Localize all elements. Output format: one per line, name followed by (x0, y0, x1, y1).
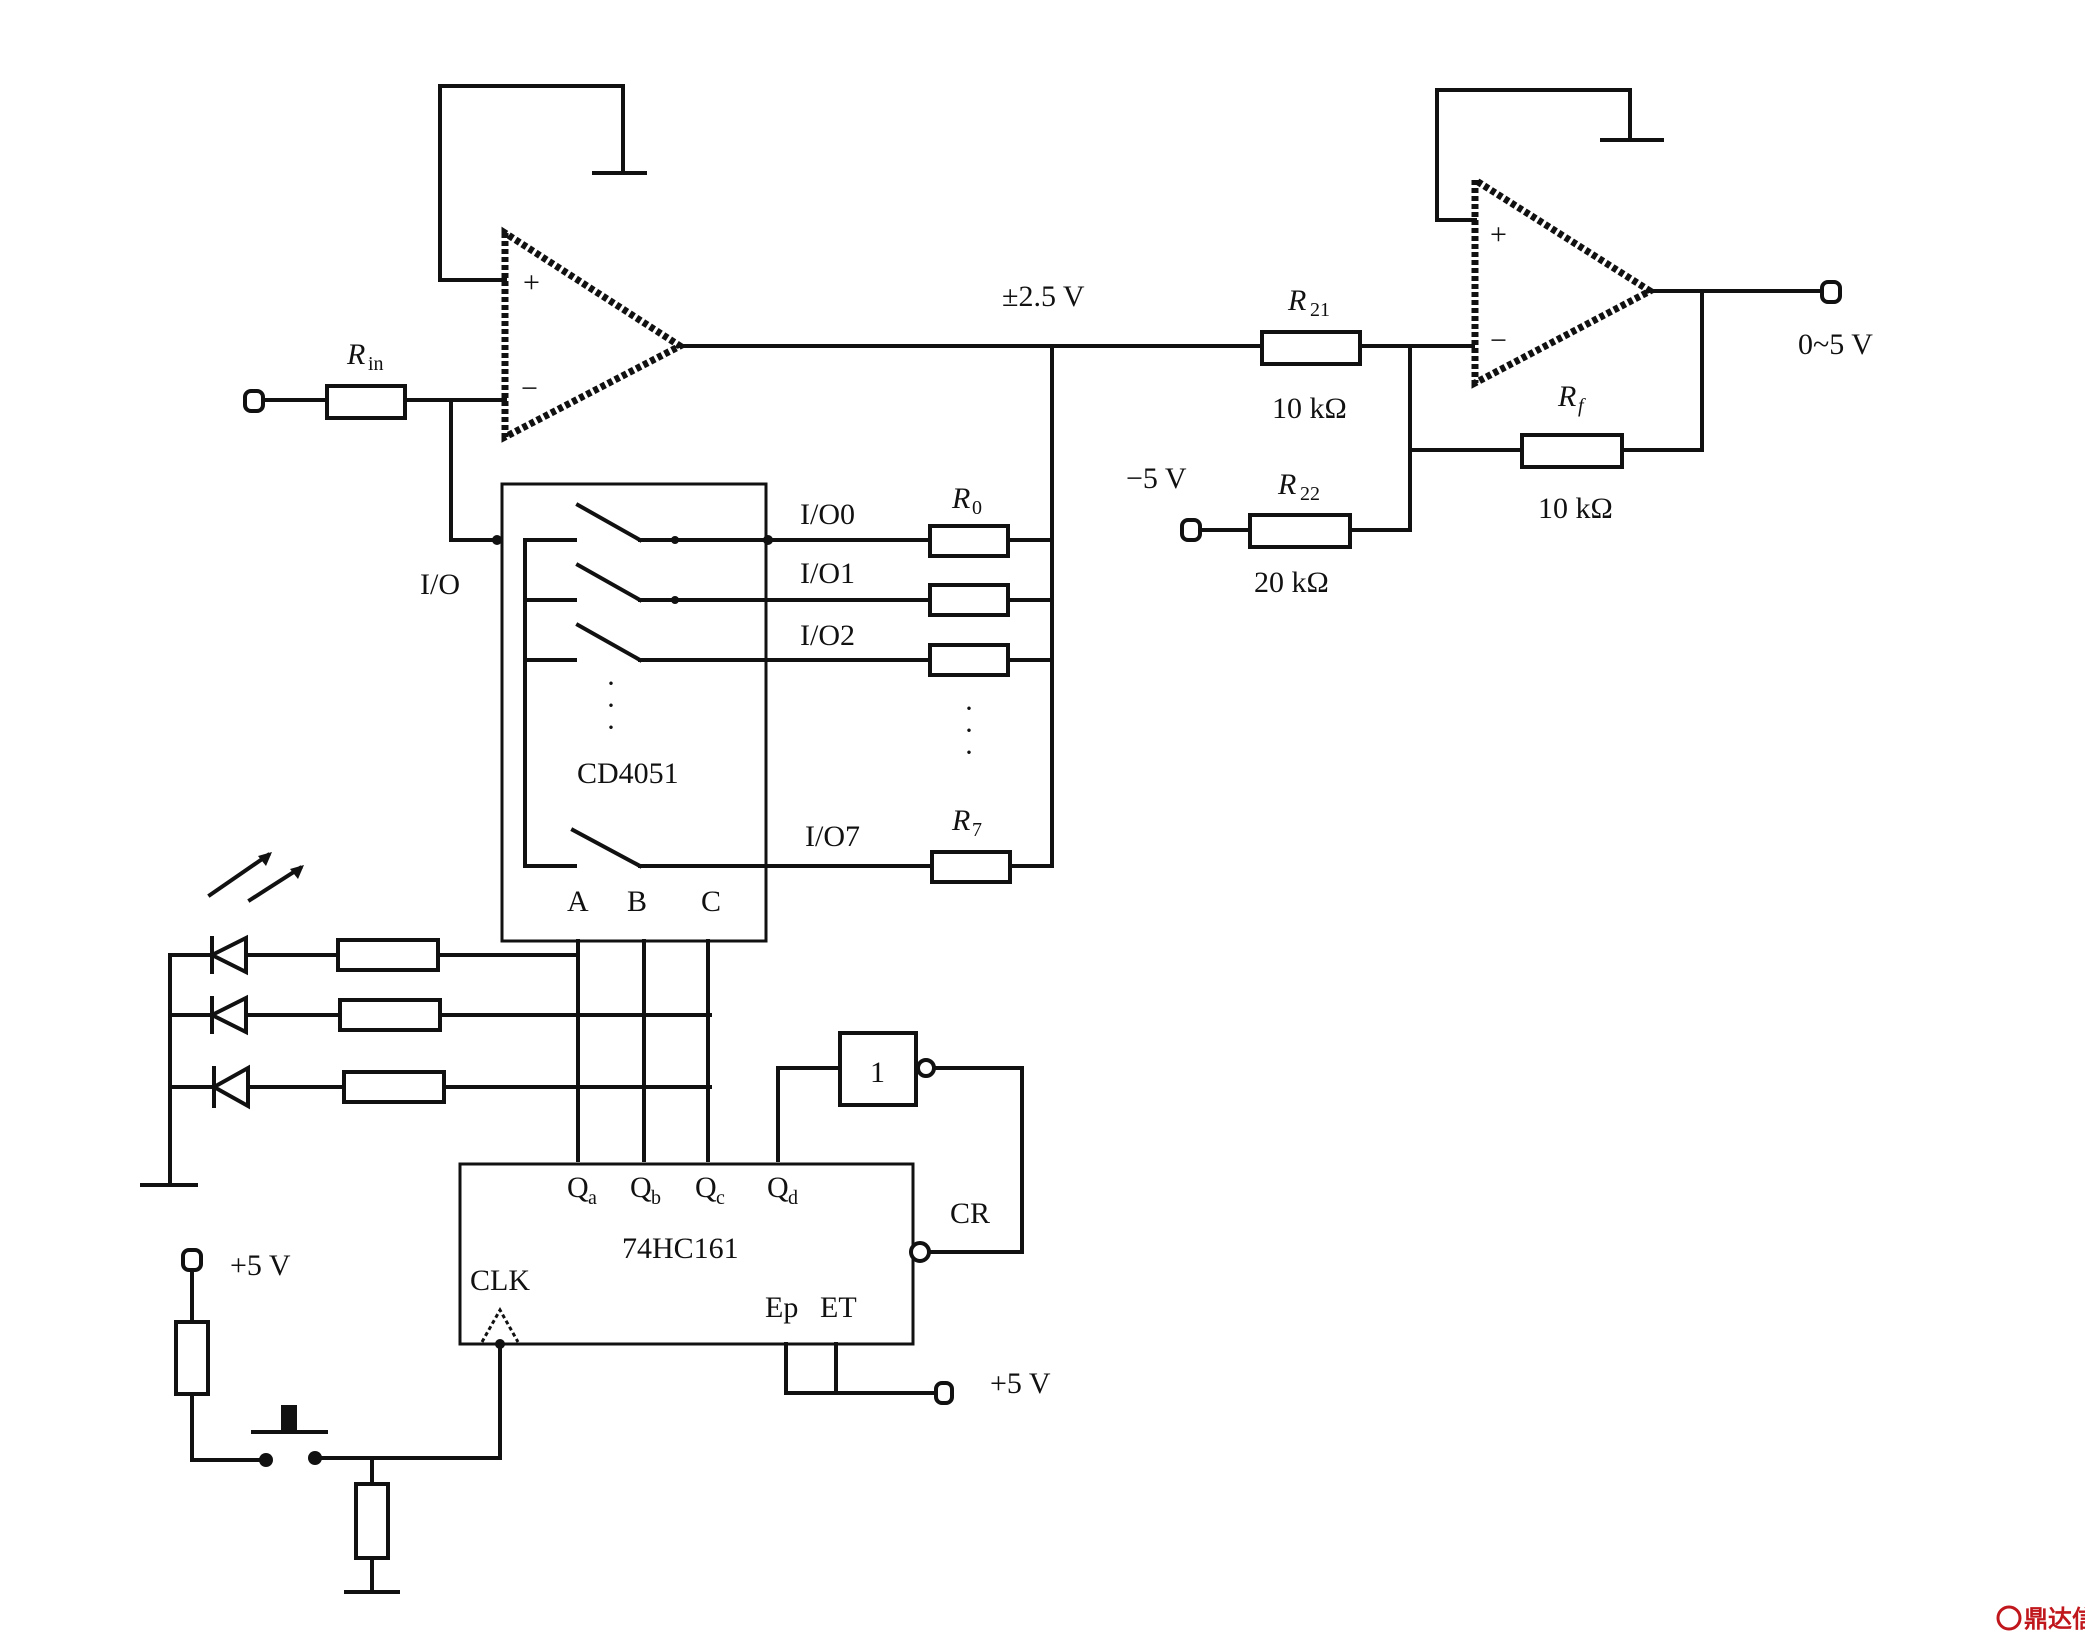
label-qd: Q (767, 1171, 789, 1204)
label-qb: Q (630, 1171, 652, 1204)
label-r7-sub: 7 (972, 819, 982, 841)
resistor-r21 (1260, 330, 1362, 366)
opamp-2-minus: − (1490, 324, 1507, 357)
led-2 (207, 994, 248, 1036)
switch-2 (575, 622, 643, 663)
label-et: ET (820, 1291, 857, 1324)
watermark-logo: 鼎达信 (1996, 1605, 2085, 1633)
led-1 (207, 934, 248, 976)
label-vcc-1: +5 V (230, 1249, 291, 1282)
label-rf: R (1557, 380, 1576, 413)
label-rf-sub: f (1578, 395, 1586, 417)
label-r21-sub: 21 (1310, 299, 1330, 321)
label-mux: CD4051 (577, 757, 679, 790)
inverter-bubble (916, 1058, 936, 1078)
vcc-terminal-1 (181, 1248, 203, 1272)
resistor-led-3 (342, 1070, 446, 1104)
resistor-r0 (928, 524, 1010, 558)
led-3 (209, 1064, 250, 1110)
label-rin-sub: in (368, 353, 384, 375)
input-terminal (243, 389, 265, 413)
label-rin: R (346, 338, 365, 371)
label-neg5: −5 V (1126, 462, 1187, 495)
resistor-pullup (174, 1320, 210, 1396)
resistor-rin (325, 384, 407, 420)
resistor-r7 (930, 850, 1012, 884)
watermark-text: 鼎达信 (2024, 1605, 2085, 1633)
resistor-r2 (928, 643, 1010, 677)
cr-bubble (909, 1241, 931, 1263)
label-io1: I/O1 (800, 557, 855, 590)
resistor-r1 (928, 583, 1010, 617)
label-io0: I/O0 (800, 498, 855, 531)
label-b: B (627, 885, 647, 918)
resistor-led-2 (338, 998, 442, 1032)
mux-cd4051 (500, 482, 768, 943)
label-inverter: 1 (870, 1056, 885, 1089)
clk-triangle (480, 1306, 520, 1343)
label-qd-sub: d (788, 1187, 798, 1209)
mux-dots: · (606, 667, 616, 700)
label-output: 0~5 V (1798, 328, 1873, 361)
resistor-dots: · (964, 714, 974, 747)
label-qb-sub: b (651, 1187, 661, 1209)
mux-dots: · (606, 711, 616, 744)
label-r21: R (1287, 284, 1306, 317)
opamp-1-plus: + (523, 266, 540, 299)
opamp-1-body (501, 226, 687, 443)
label-r22-value: 20 kΩ (1254, 566, 1329, 599)
resistor-rf (1520, 433, 1624, 469)
switch-1 (575, 562, 643, 603)
inverter-gate (838, 1031, 918, 1107)
label-a: A (567, 885, 589, 918)
counter-74hc161 (458, 1162, 915, 1346)
switch-7 (570, 827, 643, 869)
label-rf-value: 10 kΩ (1538, 492, 1613, 525)
opamp-2-body (1471, 173, 1657, 389)
label-qa-sub: a (588, 1187, 597, 1209)
neg5-terminal (1180, 518, 1202, 542)
opamp-2: + − (1471, 173, 1657, 389)
label-io7: I/O7 (805, 820, 860, 853)
label-ep: Ep (765, 1291, 798, 1324)
output-terminal (1820, 280, 1842, 304)
resistor-pulldown (354, 1482, 390, 1560)
opamp-2-plus: + (1490, 218, 1507, 251)
watermark-icon (1996, 1605, 2022, 1631)
mux-dots: · (606, 689, 616, 722)
label-vcc-2: +5 V (990, 1367, 1051, 1400)
resistor-dots: · (964, 736, 974, 769)
label-io: I/O (420, 568, 460, 601)
vcc-terminal-2 (934, 1381, 954, 1405)
label-r0-sub: 0 (972, 497, 982, 519)
label-r7: R (951, 804, 970, 837)
label-io2: I/O2 (800, 619, 855, 652)
label-clk: CLK (470, 1264, 530, 1297)
led-group (140, 852, 346, 1187)
opamp-1: + − (501, 226, 687, 443)
label-cr: CR (950, 1197, 990, 1230)
opamp-1-minus: − (521, 372, 538, 405)
label-r21-value: 10 kΩ (1272, 392, 1347, 425)
opamp-1-plus-wire (438, 84, 625, 282)
label-qa: Q (567, 1171, 589, 1204)
label-qc-sub: c (716, 1187, 725, 1209)
push-button (251, 1405, 328, 1467)
resistor-led-1 (336, 938, 440, 972)
label-v-mid: ±2.5 V (1002, 280, 1085, 313)
opamp-2-plus-wire (1435, 88, 1632, 222)
label-r22-sub: 22 (1300, 483, 1320, 505)
label-c: C (701, 885, 721, 918)
switch-0 (575, 502, 643, 543)
resistor-dots: · (964, 692, 974, 725)
label-counter: 74HC161 (622, 1232, 739, 1265)
label-r22: R (1277, 468, 1296, 501)
resistor-r22 (1248, 513, 1352, 549)
label-r0: R (951, 482, 970, 515)
label-qc: Q (695, 1171, 717, 1204)
